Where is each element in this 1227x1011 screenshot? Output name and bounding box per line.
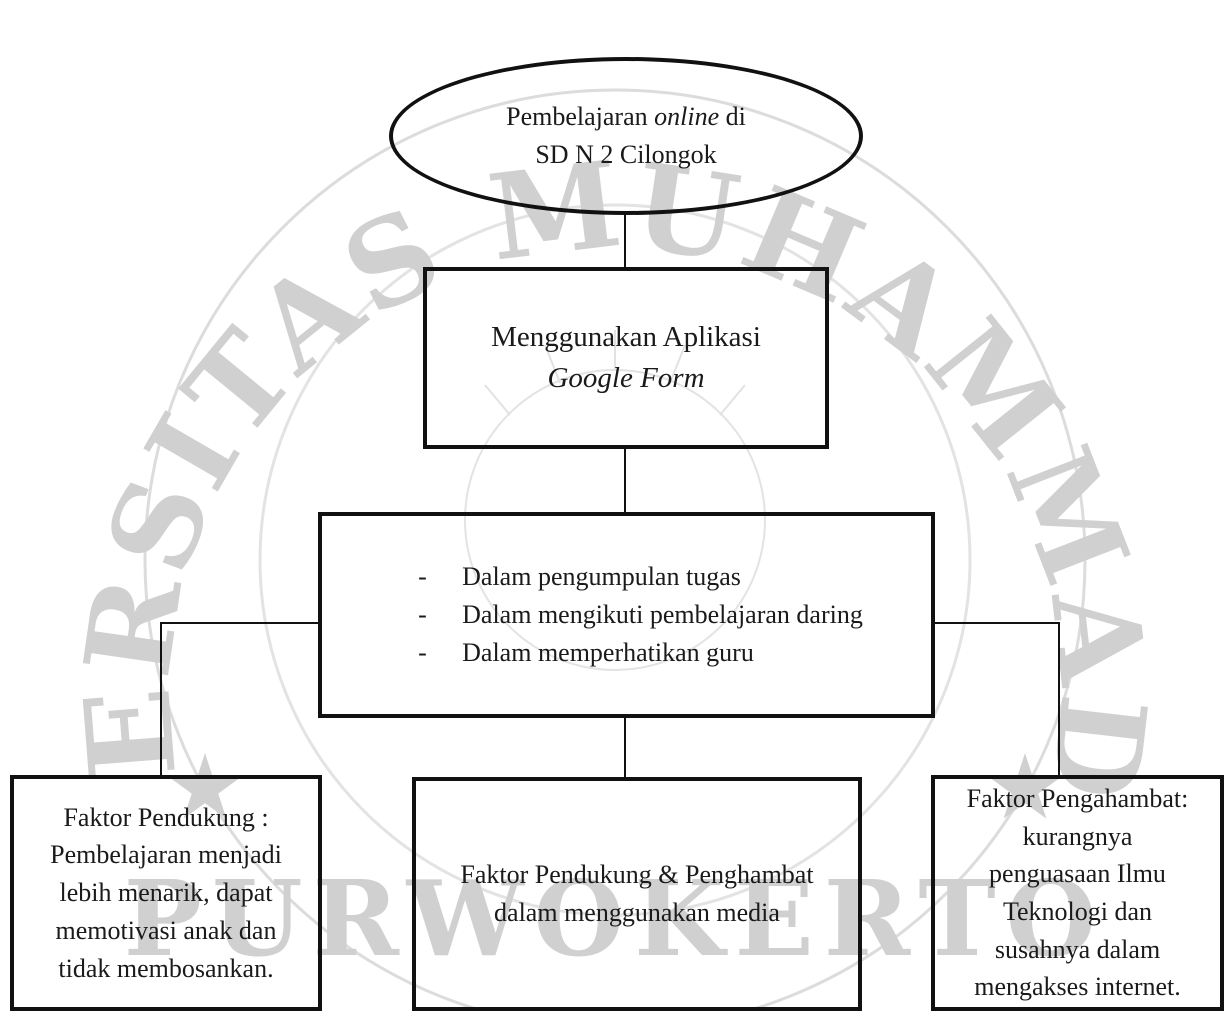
topic-line-1: Pembelajaran online di xyxy=(506,102,746,132)
app-line-2: Google Form xyxy=(547,362,705,394)
connector-activities-to-center xyxy=(624,716,626,778)
topic-line-2: SD N 2 Cilongok xyxy=(535,140,717,169)
inhibiting-factor-box: Faktor Pengahambat: kurangnya penguasaan… xyxy=(931,775,1224,1011)
activity-item: -Dalam pengumpulan tugas xyxy=(418,562,741,592)
connector-app-to-activities xyxy=(624,446,626,514)
activities-list: -Dalam pengumpulan tugas -Dalam mengikut… xyxy=(410,558,863,671)
connector-left-horizontal xyxy=(160,622,320,624)
activities-box: -Dalam pengumpulan tugas -Dalam mengikut… xyxy=(318,512,935,718)
app-box: Menggunakan Aplikasi Google Form xyxy=(423,267,829,449)
app-line-1: Menggunakan Aplikasi xyxy=(491,321,761,354)
topic-ellipse: Pembelajaran online di SD N 2 Cilongok xyxy=(389,57,863,215)
supporting-factor-box: Faktor Pendukung : Pembelajaran menjadi … xyxy=(10,775,322,1011)
activity-item: -Dalam mengikuti pembelajaran daring xyxy=(418,600,863,630)
connector-left-vertical xyxy=(160,622,162,778)
connector-right-horizontal xyxy=(934,622,1060,624)
factors-summary-box: Faktor Pendukung & Penghambat dalam meng… xyxy=(412,777,862,1011)
activity-item: -Dalam memperhatikan guru xyxy=(418,637,754,667)
connector-right-vertical xyxy=(1058,622,1060,778)
topic-online-word: online xyxy=(654,102,720,132)
connector-top-to-app xyxy=(624,213,626,269)
